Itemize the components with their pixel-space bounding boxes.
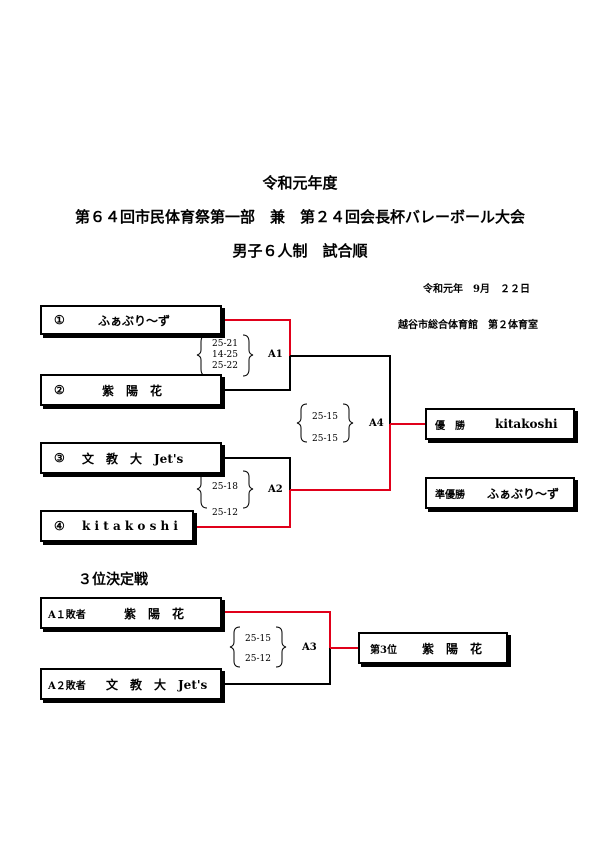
a2-left-brace	[196, 470, 208, 509]
a3-right-brace	[275, 626, 287, 668]
a4-left-brace	[296, 403, 308, 443]
a2-loser-line	[222, 457, 291, 490]
team-name: ふぁぶり～ず	[98, 313, 171, 328]
a1-loser-line	[222, 356, 291, 391]
team-number: ①	[54, 313, 65, 327]
team-box-4: ④ k i t a k o s h i	[40, 510, 194, 542]
a3-scores: 25-15 25-12	[238, 629, 278, 669]
team-box-3: ③ 文 教 大 Jet's	[40, 442, 222, 474]
a1-scores: 25-21 14-25 25-22	[205, 339, 245, 372]
a1-right-brace	[242, 334, 254, 377]
team-box-1: ① ふぁぶり～ず	[40, 305, 222, 335]
a3-label: A3	[302, 642, 317, 653]
header-line2: 第６４回市民体育祭第一部 兼 第２４回会長杯バレーボール大会	[74, 208, 525, 226]
score: 25-22	[212, 361, 238, 371]
a2-label: A2	[268, 484, 283, 495]
a2-loser-label: A２敗者	[48, 680, 86, 692]
a4-label: A4	[369, 418, 384, 429]
team-name: 文 教 大 Jet's	[82, 451, 184, 466]
header-line3: 男子６人制 試合順	[232, 242, 368, 260]
score: 25-21	[212, 339, 238, 349]
a1-loser-label: A１敗者	[48, 609, 86, 621]
a2-loser-name: 文 教 大 Jet's	[106, 677, 208, 692]
a3-winner-line	[222, 611, 331, 648]
date: 令和元年 9月 ２２日	[423, 284, 530, 295]
score: 25-12	[245, 654, 271, 664]
a2-to-final-line	[290, 424, 391, 491]
team-number: ④	[54, 519, 65, 533]
runner-up-name: ふぁぶり～ず	[487, 486, 560, 501]
a2-right-brace	[242, 470, 254, 509]
score: 25-12	[212, 508, 238, 518]
team-box-2: ② 紫 陽 花	[40, 374, 222, 406]
a1-loser-box: A１敗者 紫 陽 花	[40, 597, 222, 629]
a1-winner-line	[222, 319, 291, 356]
score: 14-25	[212, 350, 238, 360]
a4-right-brace	[342, 403, 354, 443]
a2-winner-line	[194, 490, 291, 528]
venue: 越谷市総合体育館 第２体育室	[398, 320, 538, 331]
champion-name: kitakoshi	[495, 417, 558, 431]
third-place-title: ３位決定戦	[78, 572, 148, 588]
a2-scores: 25-18 25-12	[205, 474, 245, 526]
runner-up-box: 準優勝 ふぁぶり～ず	[425, 477, 575, 509]
a1-label: A1	[268, 349, 283, 360]
a3-left-brace	[229, 626, 241, 668]
score: 25-15	[312, 434, 338, 444]
a3-loser-line	[222, 648, 331, 685]
champion-box: 優 勝 kitakoshi	[425, 408, 575, 440]
team-name: 紫 陽 花	[102, 383, 163, 398]
third-place-name: 紫 陽 花	[422, 641, 483, 656]
header-line1: 令和元年度	[262, 174, 338, 192]
a4-scores: 25-15 25-15	[305, 406, 345, 450]
team-name: k i t a k o s h i	[82, 519, 178, 533]
third-place-label: 第3位	[370, 644, 397, 656]
team-number: ③	[54, 451, 65, 465]
score: 25-18	[212, 482, 238, 492]
team-number: ②	[54, 383, 65, 397]
third-place-box: 第3位 紫 陽 花	[358, 632, 508, 664]
score: 25-15	[312, 412, 338, 422]
a1-loser-name: 紫 陽 花	[124, 606, 185, 621]
champion-label: 優 勝	[435, 420, 465, 432]
score: 25-15	[245, 634, 271, 644]
a1-left-brace	[196, 334, 208, 377]
a2-loser-box: A２敗者 文 教 大 Jet's	[40, 668, 222, 700]
runner-up-label: 準優勝	[435, 489, 465, 501]
a1-to-final-line	[290, 355, 391, 424]
